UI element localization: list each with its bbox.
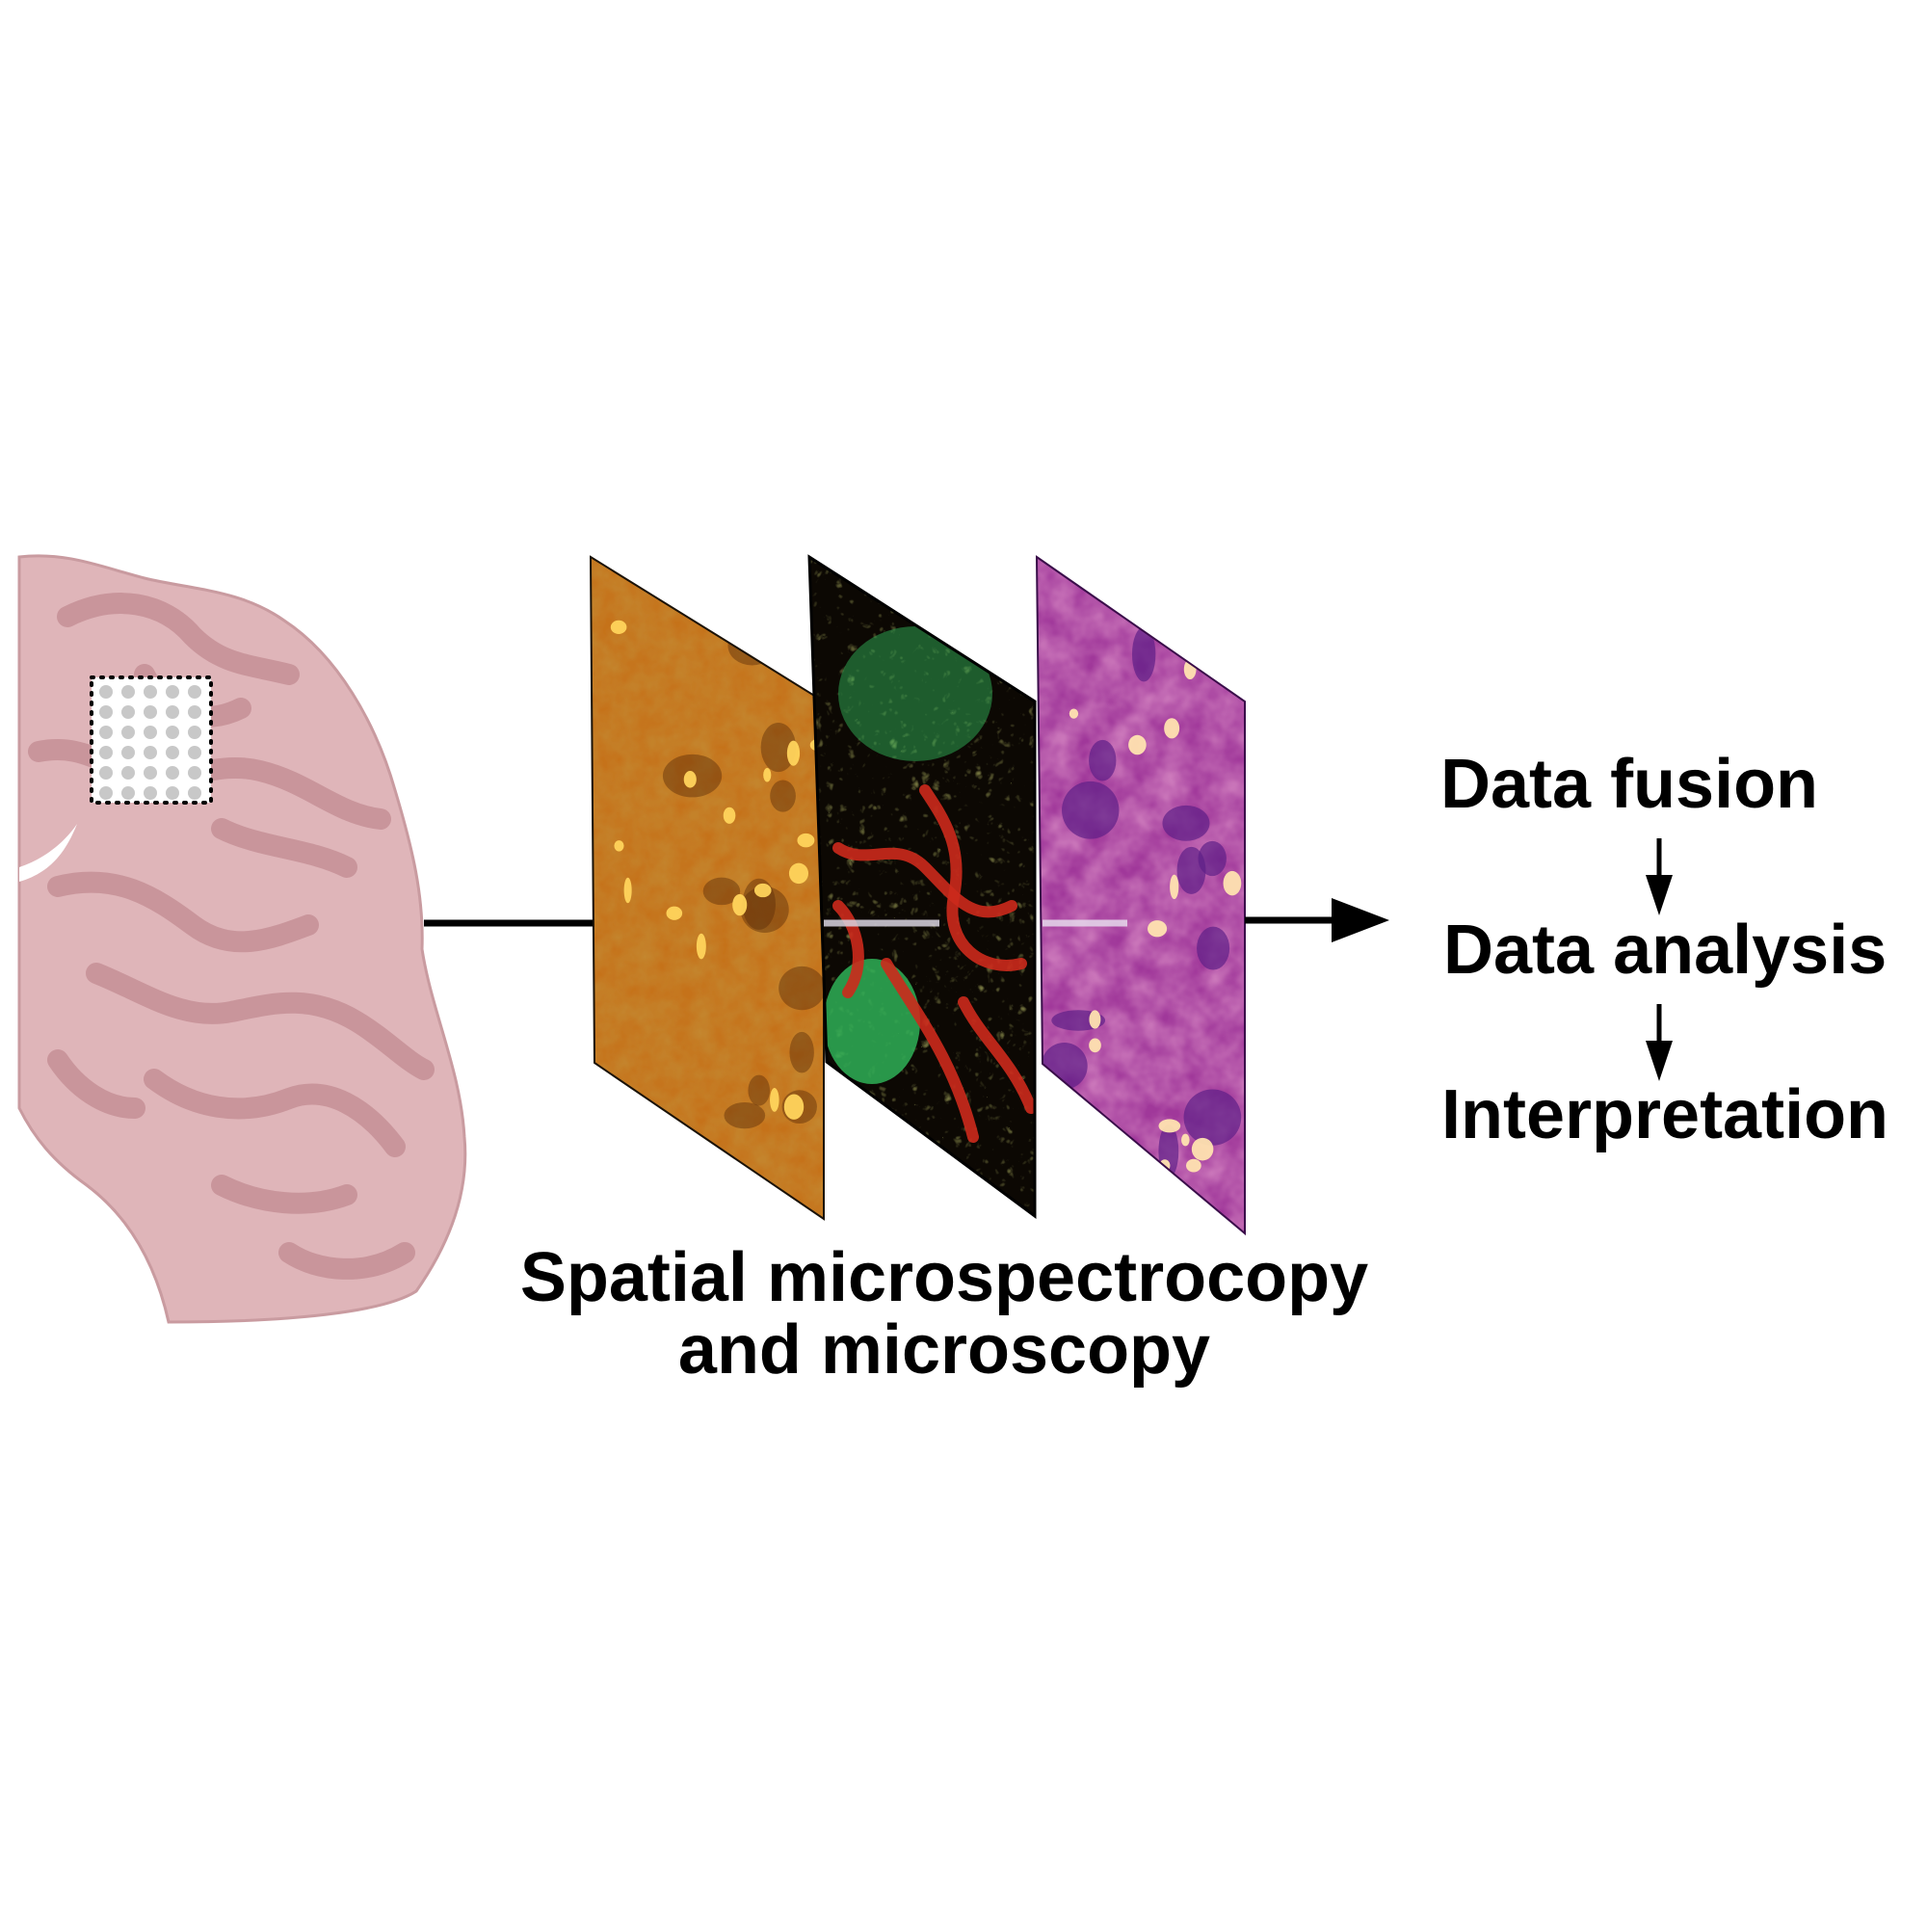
caption-line-1: Spatial microspectrocopy — [519, 1239, 1369, 1316]
grid-dot — [188, 746, 201, 759]
spectral-panel-magenta — [1035, 555, 1246, 1236]
grid-dot — [99, 726, 113, 739]
grid-dot — [99, 786, 113, 800]
grid-dot — [144, 766, 157, 780]
arrow-down-icon — [1646, 838, 1673, 915]
brain-illustration — [17, 554, 467, 1324]
grid-dot — [121, 726, 135, 739]
grid-dot — [121, 705, 135, 719]
grid-dot — [99, 705, 113, 719]
workflow-step-interpretation: Interpretation — [1441, 1076, 1889, 1153]
arrow-down-icon — [1646, 1004, 1673, 1081]
grid-dot — [99, 766, 113, 780]
grid-dot — [144, 786, 157, 800]
workflow-step-data-analysis: Data analysis — [1443, 912, 1887, 989]
grid-dot — [188, 726, 201, 739]
grid-dot — [99, 685, 113, 699]
grid-dot — [121, 685, 135, 699]
grid-dot — [121, 786, 135, 800]
sample-grid-icon — [90, 675, 213, 805]
caption-line-2: and microscopy — [677, 1311, 1211, 1389]
grid-dot — [99, 746, 113, 759]
grid-dot — [121, 746, 135, 759]
grid-dot — [144, 705, 157, 719]
grid-dot — [188, 685, 201, 699]
grid-dot — [166, 705, 179, 719]
grid-dot — [188, 766, 201, 780]
grid-dot — [166, 786, 179, 800]
grid-dot — [166, 746, 179, 759]
fluorescence-panel — [807, 554, 1037, 1219]
spectral-panel-orange — [589, 555, 825, 1221]
arrow-right-icon — [1245, 898, 1389, 942]
grid-dot — [121, 766, 135, 780]
grid-dot — [144, 685, 157, 699]
grid-dot — [166, 726, 179, 739]
grid-dot — [166, 685, 179, 699]
grid-dot — [188, 705, 201, 719]
workflow-step-data-fusion: Data fusion — [1440, 746, 1819, 823]
grid-dot — [144, 726, 157, 739]
grid-dot — [144, 746, 157, 759]
grid-dot — [188, 786, 201, 800]
grid-dot — [166, 766, 179, 780]
